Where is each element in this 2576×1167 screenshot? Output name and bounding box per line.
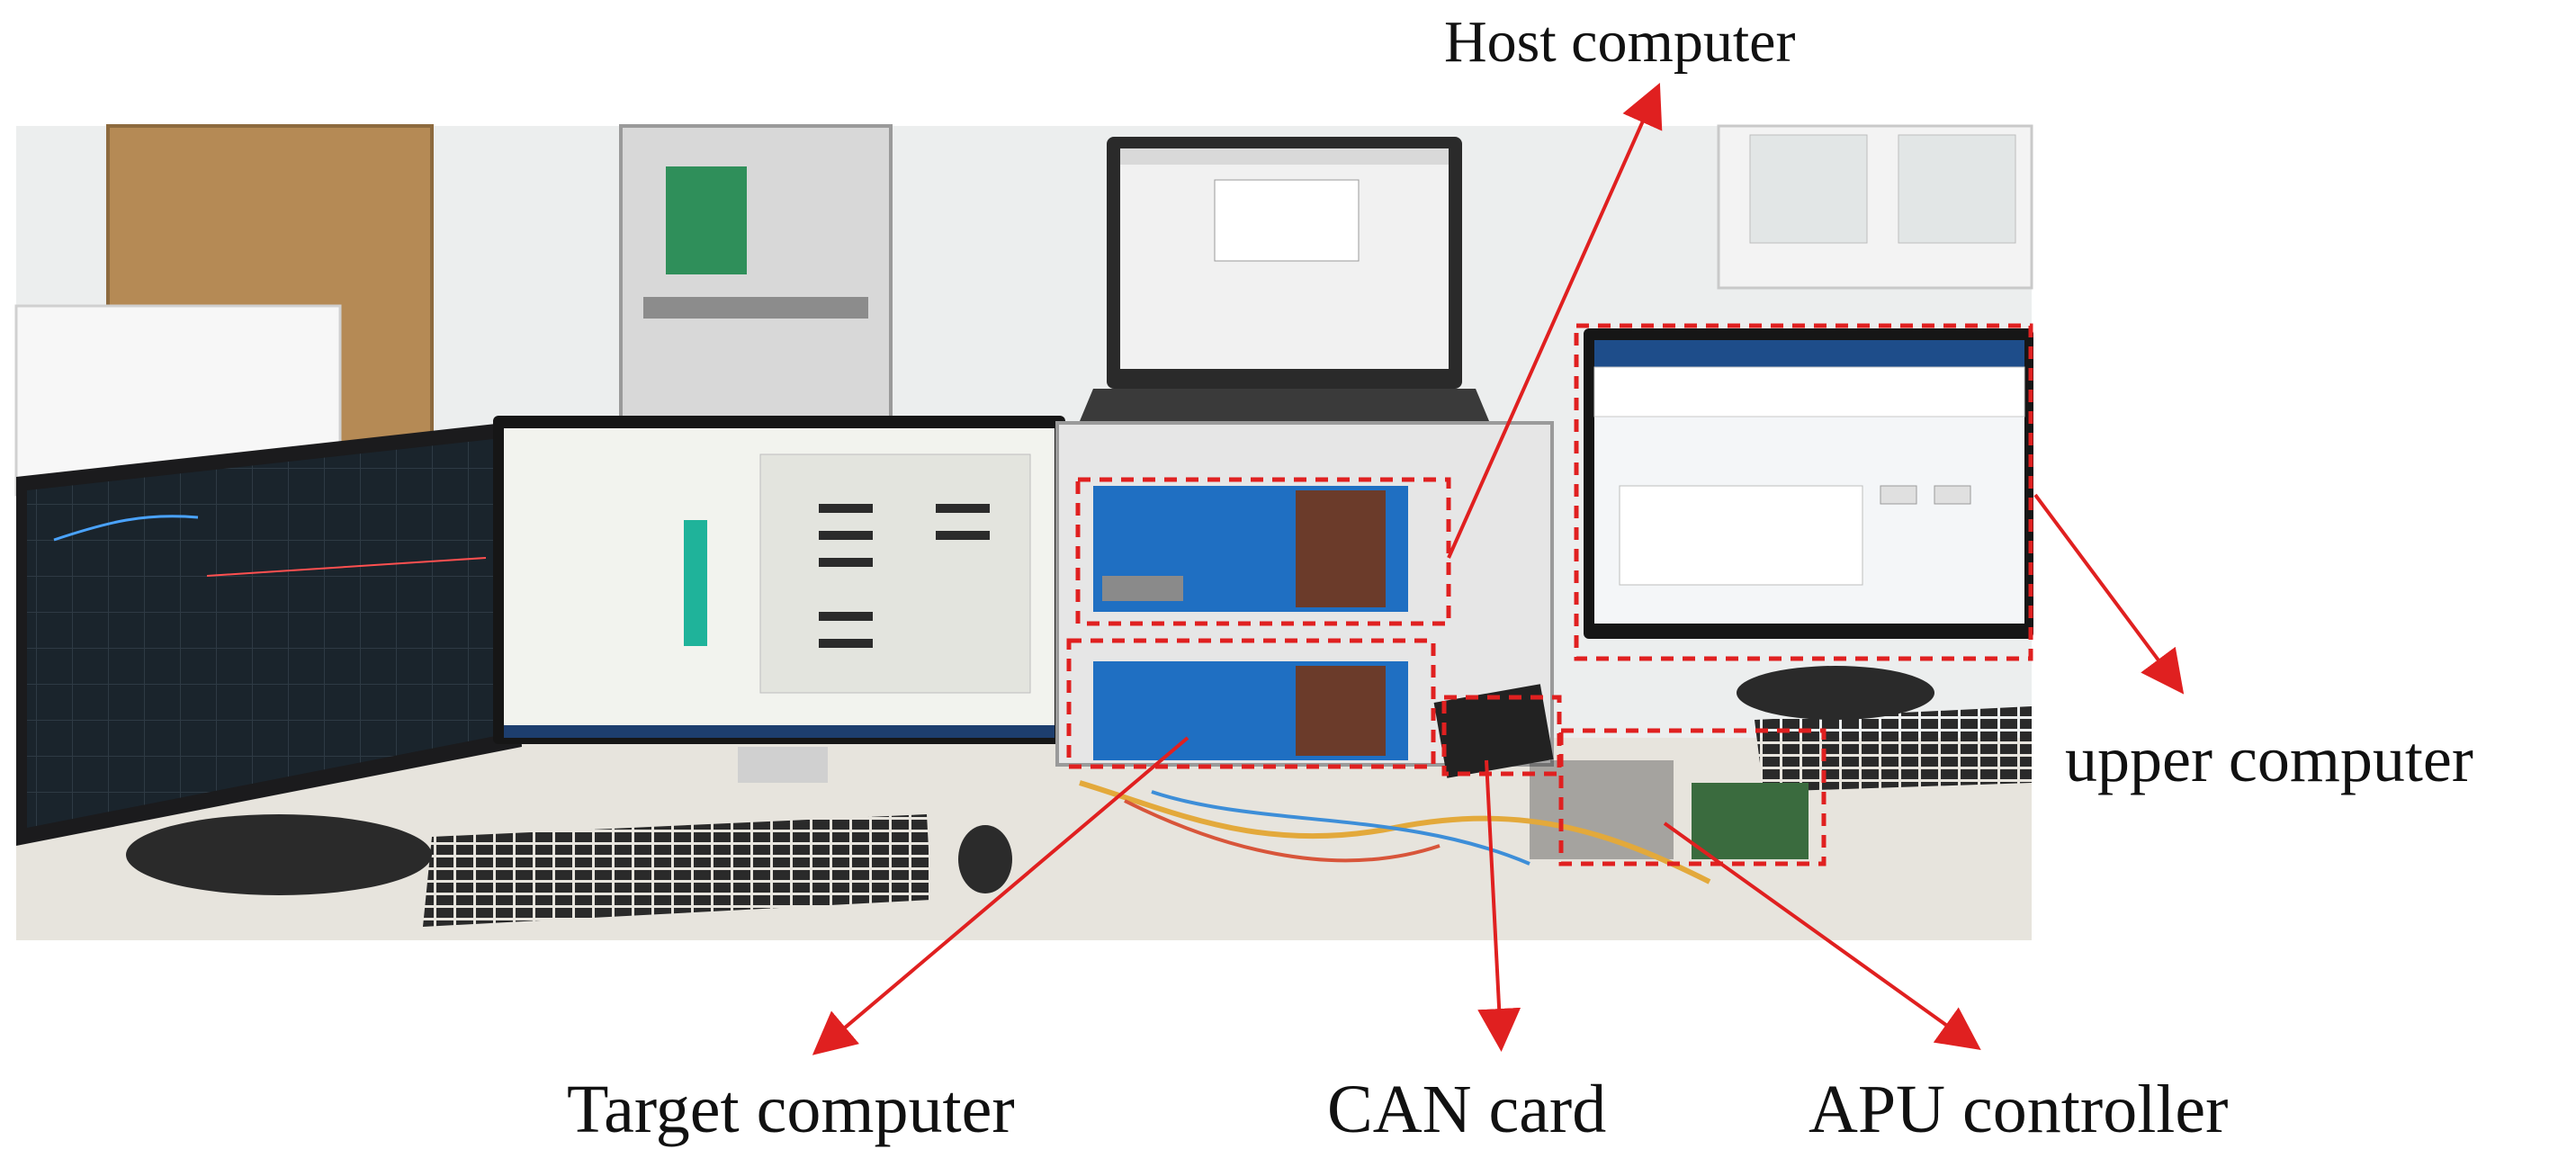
target-computer-label: Target computer: [567, 1072, 1015, 1147]
upper-box: [1574, 323, 2033, 661]
upper-arrow: [2033, 493, 2185, 695]
apu-board: [1692, 783, 1809, 859]
equipment-rack: [619, 124, 893, 425]
apu-box: [1558, 728, 1827, 866]
desk-items: [423, 684, 2032, 927]
host-laptop: [1075, 137, 1494, 432]
can-card-label: CAN card: [1327, 1072, 1607, 1147]
target-arrow: [812, 736, 1189, 1055]
host-arrow: [1447, 83, 1663, 559]
can-card-device: [1433, 684, 1554, 778]
can-card-arrow: [1477, 759, 1521, 1052]
upper-monitor: [1584, 328, 2033, 720]
host-box: [1075, 477, 1451, 626]
upper-computer-label: upper computer: [2065, 723, 2473, 795]
highlight-boxes: [1066, 323, 2033, 866]
apu-arrow: [1663, 821, 1981, 1050]
target-box: [1066, 638, 1436, 769]
arrows: [812, 83, 2185, 1055]
left-monitor: [16, 423, 522, 895]
apu-controller-label: APU controller: [1809, 1072, 2229, 1147]
target-monitor: [493, 416, 1065, 783]
host-computer-label: Host computer: [1444, 9, 1796, 75]
